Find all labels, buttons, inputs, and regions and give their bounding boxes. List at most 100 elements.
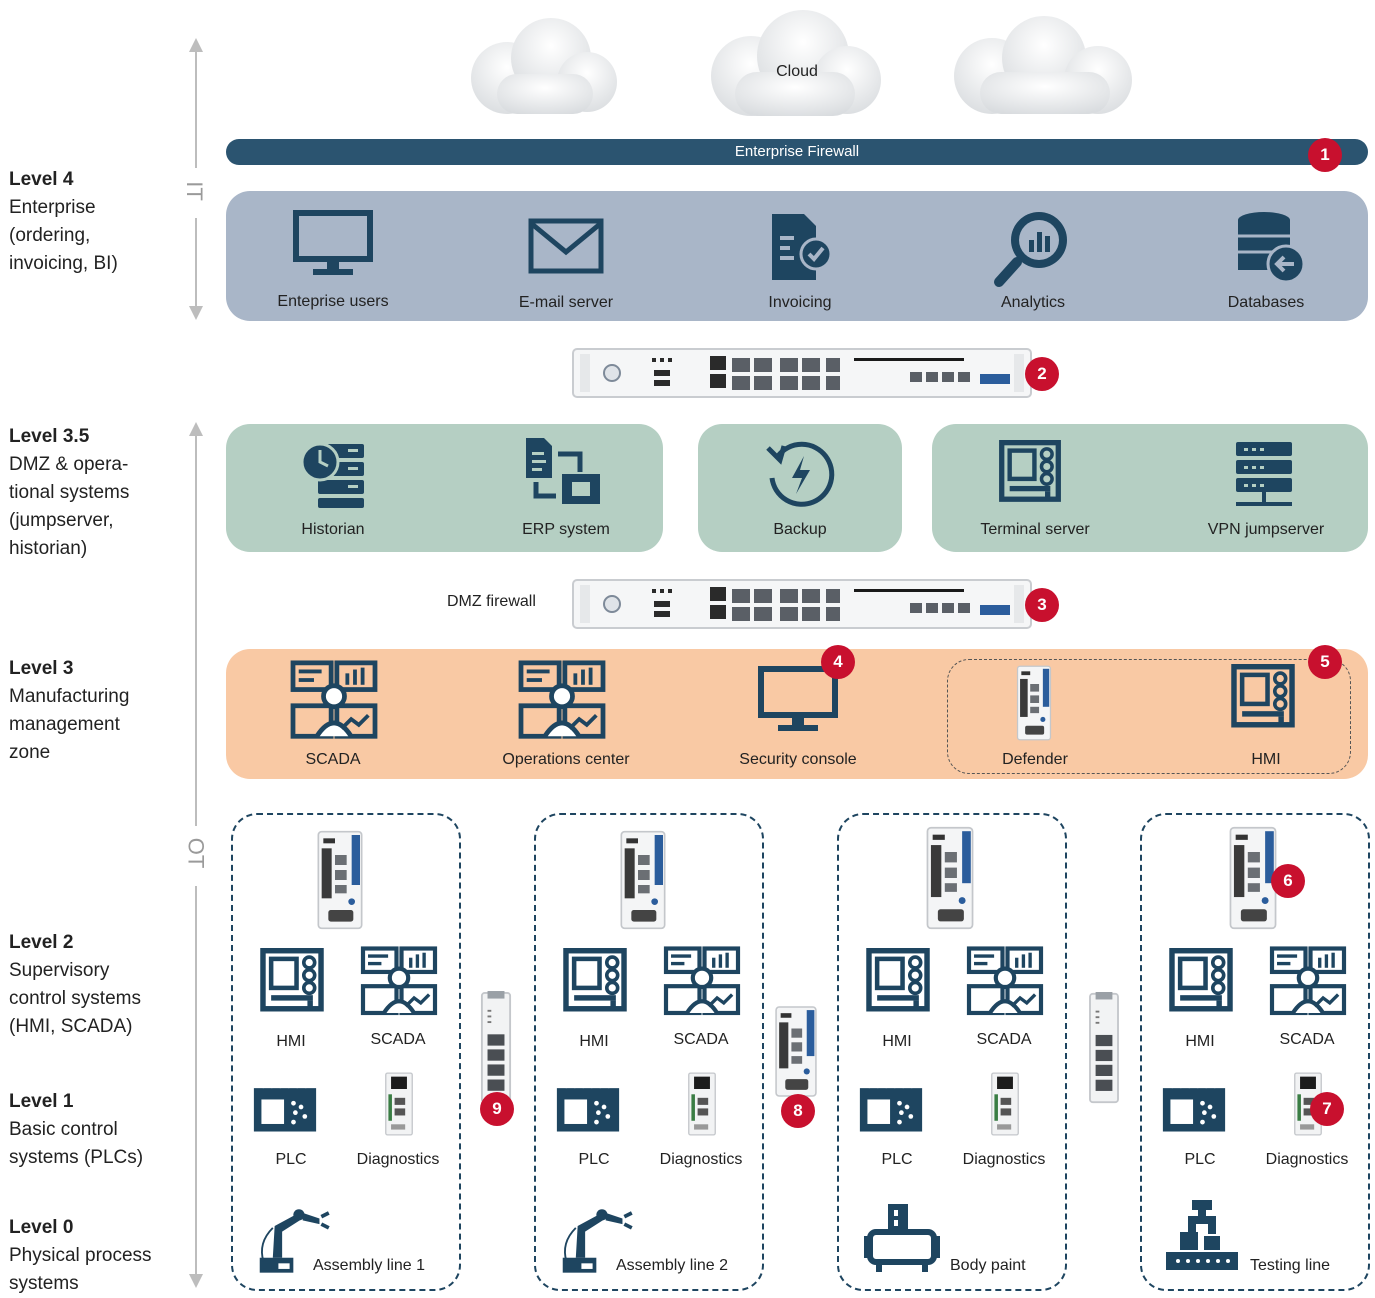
slim-gateway-device: [1088, 992, 1120, 1104]
dmz-item-label: ERP system: [522, 521, 610, 538]
dmz-band-right: [932, 424, 1368, 552]
defender-device-icon: [924, 822, 976, 934]
manufacturing-item-label: Operations center: [502, 751, 630, 768]
defender-hmi-group: [947, 659, 1351, 774]
rack-firewall-device: [572, 579, 1032, 629]
it-axis-arrow-down: [189, 306, 203, 320]
plc-icon: [858, 1078, 924, 1136]
ot-axis-gap: [186, 826, 206, 886]
dmz-firewall-label: DMZ firewall: [447, 593, 536, 610]
zone-assembly-line-1: [231, 813, 461, 1291]
monitor-icon: [293, 210, 373, 280]
scada-icon: [359, 946, 439, 1018]
zone-diagnostics-label: Diagnostics: [659, 1151, 743, 1168]
cloud-icon: [954, 16, 1132, 114]
defender-device-icon: [617, 830, 669, 930]
zone-hmi-label: HMI: [579, 1033, 609, 1050]
hmi-icon: [1230, 664, 1296, 742]
defender-device-icon: [314, 830, 366, 930]
zone-scada-label: SCADA: [673, 1031, 729, 1048]
zone-assembly-line-2: [534, 813, 764, 1291]
badge-6: 6: [1271, 864, 1305, 898]
zone-plc-label: PLC: [275, 1151, 307, 1168]
analytics-icon: [994, 212, 1067, 287]
ot-axis-arrow-up: [189, 422, 203, 436]
enterprise-item-label: Enteprise users: [277, 293, 389, 310]
zone-hmi-label: HMI: [882, 1033, 912, 1050]
badge-5: 5: [1308, 645, 1342, 679]
zone-hmi-label: HMI: [276, 1033, 306, 1050]
vpn-server-icon: [1236, 442, 1292, 506]
erp-icon: [526, 438, 600, 504]
zone-body-paint: [837, 813, 1067, 1291]
hmi-icon: [1168, 948, 1234, 1026]
plc-icon: [555, 1078, 621, 1136]
cloud-label: Cloud: [776, 63, 818, 80]
defender-device-icon: [1015, 662, 1053, 744]
historian-icon: [300, 442, 364, 508]
database-icon: [1238, 212, 1306, 284]
ot-axis-arrow-down: [189, 1274, 203, 1288]
plc-icon: [252, 1078, 318, 1136]
scada-icon: [965, 946, 1045, 1018]
security-console-icon: [758, 666, 838, 736]
manufacturing-item-label: SCADA: [305, 751, 361, 768]
it-label: IT: [181, 181, 207, 201]
backup-icon: [766, 441, 835, 507]
terminal-server-icon: [998, 440, 1062, 516]
scada-icon: [662, 946, 742, 1018]
enterprise-item-label: Analytics: [1000, 294, 1066, 311]
manufacturing-item-label: Defender: [1002, 751, 1068, 768]
enterprise-firewall-bar: [226, 139, 1368, 165]
dmz-item-label: VPN jumpserver: [1207, 521, 1325, 538]
zone-plc-label: PLC: [881, 1151, 913, 1168]
invoice-icon: [772, 214, 833, 280]
diagnostics-device-icon: [687, 1070, 717, 1138]
badge-7: 7: [1310, 1092, 1344, 1126]
zone-plc-label: PLC: [1184, 1151, 1216, 1168]
cloud-icon: [471, 18, 617, 114]
zone-diagnostics-label: Diagnostics: [962, 1151, 1046, 1168]
scada-icon: [1268, 946, 1348, 1018]
badge-3: 3: [1025, 588, 1059, 622]
diagnostics-device-icon: [384, 1070, 414, 1138]
manufacturing-item-label: Security console: [739, 751, 857, 768]
dmz-item-label: Historian: [301, 521, 365, 538]
badge-8: 8: [781, 1094, 815, 1128]
enterprise-item-label: E-mail server: [518, 294, 614, 311]
defender-device-icon: [773, 1004, 819, 1099]
zone-scada-label: SCADA: [370, 1031, 426, 1048]
zone-hmi-label: HMI: [1185, 1033, 1215, 1050]
scada-icon: [288, 660, 380, 742]
it-axis-gap: [186, 168, 206, 218]
mail-icon: [528, 218, 604, 274]
operations-center-icon: [516, 660, 608, 742]
zone-diagnostics-label: Diagnostics: [1265, 1151, 1349, 1168]
zone-testing-line: [1140, 813, 1370, 1291]
zone-scada-label: SCADA: [1279, 1031, 1335, 1048]
zone-process-label: Body paint: [950, 1257, 1026, 1274]
zone-scada-label: SCADA: [976, 1031, 1032, 1048]
zone-process-label: Testing line: [1250, 1257, 1331, 1274]
manufacturing-item-label: HMI: [1251, 751, 1281, 768]
diagnostics-device-icon: [990, 1070, 1020, 1138]
enterprise-item-label: Databases: [1227, 294, 1305, 311]
slim-gateway-device: [480, 990, 512, 1105]
dmz-item-label: Terminal server: [980, 521, 1090, 538]
rack-firewall-device: [572, 348, 1032, 398]
hmi-icon: [865, 948, 931, 1026]
zone-process-label: Assembly line 1: [313, 1257, 426, 1274]
hmi-icon: [259, 948, 325, 1026]
zone-process-label: Assembly line 2: [616, 1257, 729, 1274]
plc-icon: [1161, 1078, 1227, 1136]
testing-line-icon: [1162, 1198, 1242, 1272]
zone-plc-label: PLC: [578, 1151, 610, 1168]
ot-label: OT: [183, 837, 209, 869]
enterprise-firewall-label: Enterprise Firewall: [734, 143, 860, 160]
